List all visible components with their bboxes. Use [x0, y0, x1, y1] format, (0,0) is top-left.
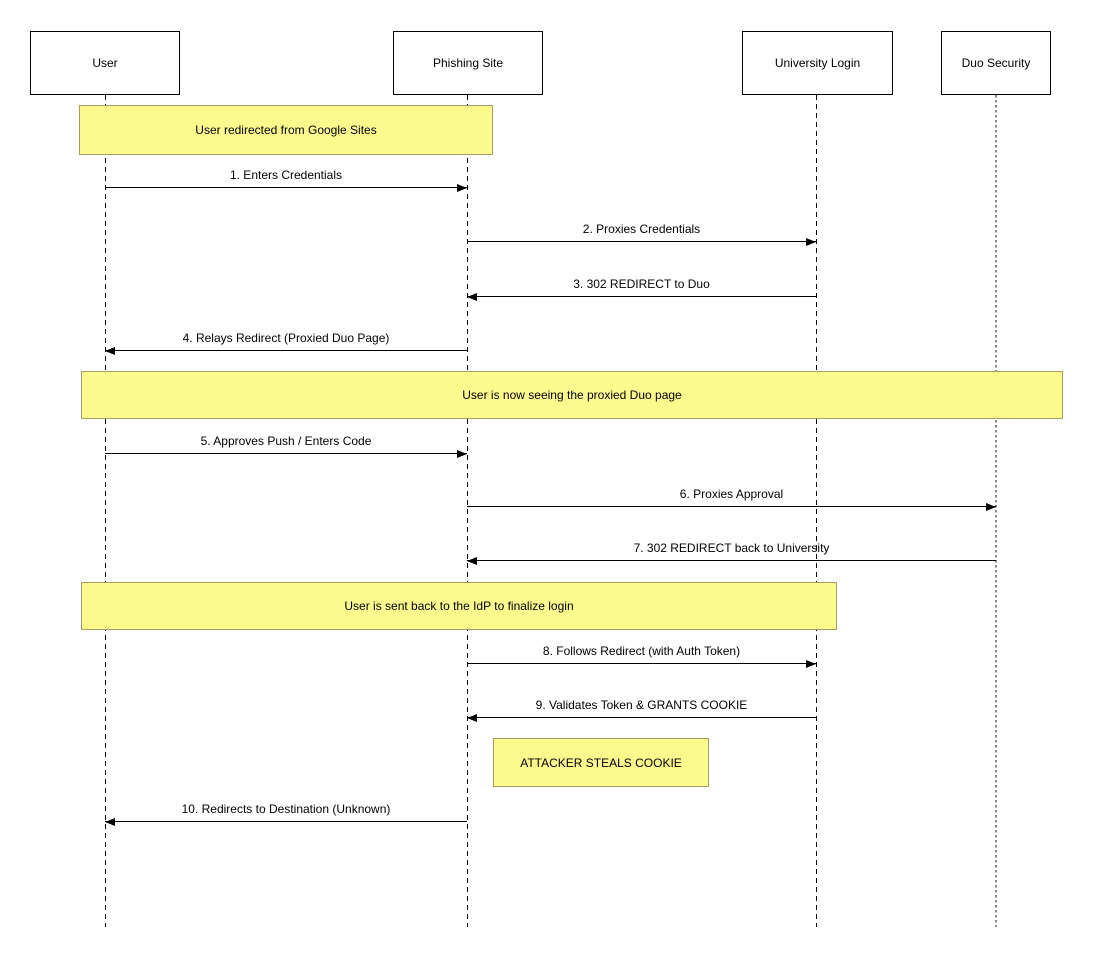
actor-user: User — [30, 31, 180, 95]
actor-label-user: User — [92, 56, 118, 70]
message-10-label: 10. Redirects to Destination (Unknown) — [181, 802, 391, 816]
message-1-label: 1. Enters Credentials — [229, 168, 343, 182]
message-9-label: 9. Validates Token & GRANTS COOKIE — [535, 698, 748, 712]
message-9-line — [467, 717, 816, 718]
message-3-line — [467, 296, 816, 297]
message-2-arrowhead-icon — [806, 237, 816, 246]
message-3-arrowhead-icon — [467, 292, 477, 301]
note-attacker-steals: ATTACKER STEALS COOKIE — [493, 738, 709, 787]
message-4-line — [105, 350, 467, 351]
note-attacker-steals-label: ATTACKER STEALS COOKIE — [520, 755, 682, 770]
message-7-line — [467, 560, 996, 561]
message-8-arrowhead-icon — [806, 659, 816, 668]
message-3-label: 3. 302 REDIRECT to Duo — [573, 277, 710, 291]
note-redirect-google-label: User redirected from Google Sites — [195, 123, 377, 137]
lifeline-university-login — [815, 95, 817, 927]
message-2-line — [467, 241, 816, 242]
message-6-arrowhead-icon — [986, 502, 996, 511]
message-7-label: 7. 302 REDIRECT back to University — [633, 541, 830, 555]
message-8-line — [467, 663, 816, 664]
message-5-label: 5. Approves Push / Enters Code — [200, 434, 372, 448]
message-6-line — [467, 506, 996, 507]
actor-phishing-site: Phishing Site — [393, 31, 543, 95]
note-proxied-duo-page-label: User is now seeing the proxied Duo page — [462, 388, 682, 402]
message-1-line — [105, 187, 467, 188]
note-back-to-idp-label: User is sent back to the IdP to finalize… — [344, 599, 574, 613]
actor-university-login: University Login — [742, 31, 893, 95]
note-proxied-duo-page: User is now seeing the proxied Duo page — [81, 371, 1063, 419]
lifeline-duo-security — [995, 95, 997, 927]
message-5-arrowhead-icon — [457, 449, 467, 458]
actor-duo-security: Duo Security — [941, 31, 1051, 95]
actor-label-phishing-site: Phishing Site — [432, 56, 504, 70]
lifeline-phishing-site — [466, 95, 468, 927]
message-10-arrowhead-icon — [105, 817, 115, 826]
note-back-to-idp: User is sent back to the IdP to finalize… — [81, 582, 837, 630]
message-6-label: 6. Proxies Approval — [679, 487, 784, 501]
message-2-label: 2. Proxies Credentials — [582, 222, 701, 236]
actor-label-duo-security: Duo Security — [961, 56, 1031, 70]
message-5-line — [105, 453, 467, 454]
message-7-arrowhead-icon — [467, 556, 477, 565]
message-9-arrowhead-icon — [467, 713, 477, 722]
message-4-label: 4. Relays Redirect (Proxied Duo Page) — [182, 331, 390, 345]
message-10-line — [105, 821, 467, 822]
message-1-arrowhead-icon — [457, 183, 467, 192]
lifeline-user — [104, 95, 106, 927]
note-redirect-google: User redirected from Google Sites — [79, 105, 493, 155]
actor-label-university-login: University Login — [774, 56, 861, 70]
message-4-arrowhead-icon — [105, 346, 115, 355]
message-8-label: 8. Follows Redirect (with Auth Token) — [542, 644, 741, 658]
